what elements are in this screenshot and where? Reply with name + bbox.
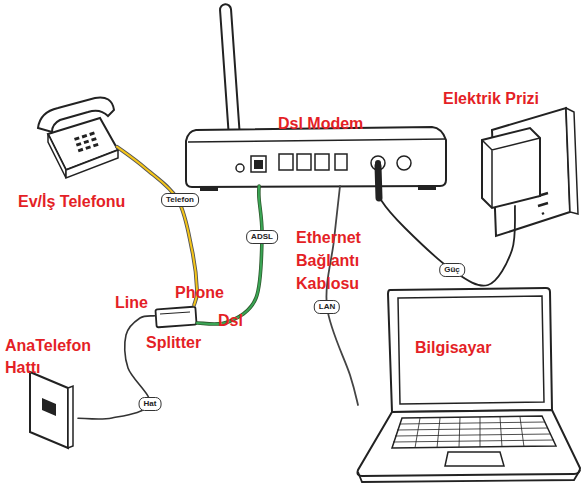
laptop-base: [358, 410, 581, 476]
port-label: Phone: [175, 282, 224, 304]
phone-front: [48, 134, 66, 178]
modem-body: [186, 127, 446, 187]
cable-line: [117, 147, 197, 305]
cable-tag-text: Telefon: [166, 195, 194, 204]
cable-tag: Telefon: [161, 193, 199, 207]
laptop-keyboard: [392, 416, 556, 448]
laptop-screen: [388, 288, 552, 412]
laptop-display: [398, 296, 544, 404]
lan-port: [279, 154, 293, 170]
port-label: Line: [115, 292, 148, 314]
cable-tag-text: Hat: [144, 399, 157, 408]
cable-connector: [117, 147, 197, 305]
device-label: Splitter: [146, 332, 201, 354]
power-adapter: [482, 128, 540, 208]
cable-line: [326, 186, 358, 405]
cable-outline: [197, 186, 262, 324]
cable-connector: [326, 186, 358, 405]
device-area: AnaTelefon Hattı: [28, 376, 78, 444]
power-button: [397, 156, 411, 170]
splitter-body: [155, 307, 196, 328]
cable-outline: [117, 147, 197, 305]
cable-tag-text: ADSL: [251, 232, 273, 241]
wall-plate-edge: [68, 386, 73, 448]
port-label: Ethernet Bağlantı Kablosu: [296, 226, 376, 295]
cable-tag: Hat: [139, 397, 162, 411]
modem-edge: [188, 139, 446, 142]
modem-led: [236, 164, 244, 172]
cable-connector: [197, 186, 262, 324]
splitter-detail: [160, 312, 190, 314]
device-area: Ev/İş Telefonu: [35, 100, 117, 178]
wall-socket: [42, 398, 56, 416]
adsl-port-hole: [254, 160, 263, 169]
power-plug: [378, 166, 379, 198]
lan-port: [335, 154, 347, 170]
modem-foot: [200, 186, 218, 191]
device-label: AnaTelefon Hattı: [5, 335, 110, 379]
port-label: Dsl: [218, 310, 243, 332]
device-area: Elektrik Prizi: [478, 128, 573, 206]
device-label: Elektrik Prizi: [443, 88, 539, 110]
outlet-edge: [566, 108, 578, 214]
laptop-touchpad: [445, 452, 504, 466]
laptop-base-edge: [358, 470, 580, 482]
phone-keypad: [74, 132, 99, 153]
cable-tag: ADSL: [246, 230, 278, 244]
cable-tag-text: LAN: [319, 302, 335, 311]
device-label: Ev/İş Telefonu: [18, 191, 125, 213]
device-area: Bilgisayar: [358, 288, 578, 478]
cable-tag: Güç: [439, 263, 465, 277]
phone-handset: [38, 98, 114, 133]
modem-foot: [418, 185, 436, 190]
lan-port: [297, 154, 311, 170]
power-adapter-edge: [482, 138, 540, 208]
device-area: Dsl Modem: [185, 130, 445, 186]
wall-plate: [30, 372, 68, 448]
cable-tag-text: Güç: [444, 265, 460, 274]
antenna: [220, 4, 240, 138]
lan-port: [315, 154, 329, 170]
cable-line: [378, 186, 515, 286]
cable-line: [197, 186, 262, 324]
adsl-port: [251, 156, 266, 172]
device-label: Bilgisayar: [415, 337, 491, 359]
device-area: Splitter: [155, 305, 197, 329]
phone-side: [66, 150, 118, 178]
laptop-keys: [393, 417, 554, 448]
cable-connector: [378, 186, 515, 286]
cable-tag: LAN: [314, 300, 340, 314]
device-label: Dsl Modem: [278, 113, 363, 135]
